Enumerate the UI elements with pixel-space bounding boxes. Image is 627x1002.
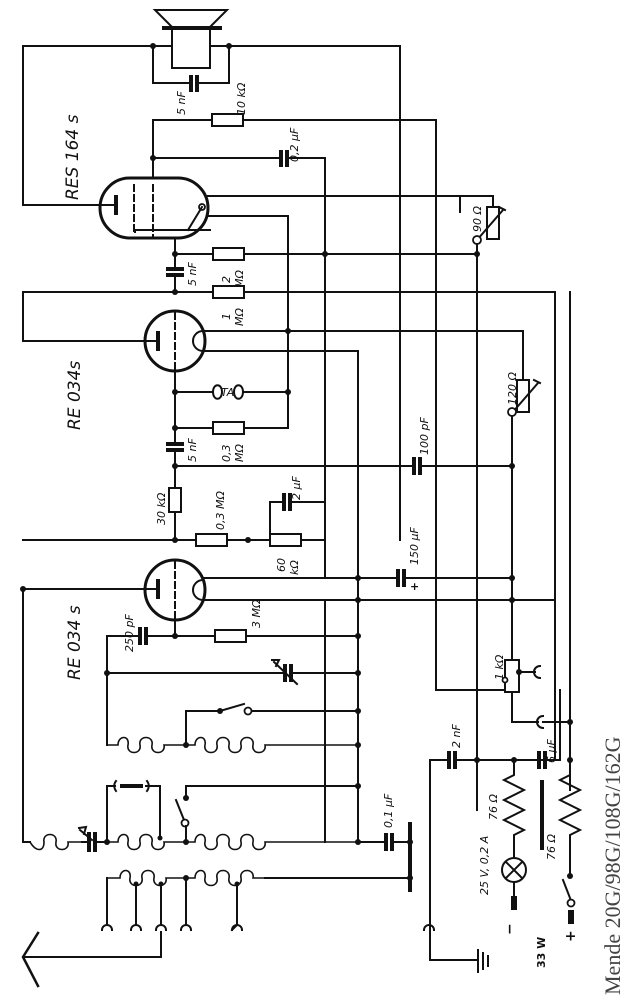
transformer-ta-icon <box>211 384 245 400</box>
wire <box>207 215 289 401</box>
mains-switch-icon <box>561 873 576 924</box>
wire <box>185 710 359 746</box>
coil-icon <box>107 736 358 754</box>
capacitor-6uf <box>537 751 547 769</box>
label-r-2m-unit: MΩ <box>233 270 246 288</box>
trimmer-capacitor-icon <box>77 825 108 852</box>
label-pot-120: 120 Ω <box>506 372 519 405</box>
coil-icon <box>29 833 82 851</box>
capacitor-0-1uf <box>384 833 394 851</box>
label-transformer: TA <box>221 386 234 399</box>
wire <box>22 45 101 206</box>
detector-tube-icon <box>22 558 207 622</box>
capacitor-0-2uf <box>279 150 289 167</box>
output-tube-icon <box>98 176 211 240</box>
resistor-76-ohm-b <box>557 759 583 875</box>
tube-label-af: RE 034s <box>65 361 85 430</box>
resistor-3m <box>214 629 247 643</box>
wire <box>324 539 411 843</box>
label-c-6uf: 6 μF <box>545 739 558 763</box>
label-r-60k-num: 60 <box>275 558 288 572</box>
antenna-plug-icon <box>21 931 162 988</box>
switch-icon <box>174 785 359 843</box>
label-c-100pf: 100 pF <box>418 417 431 455</box>
label-r-0-3m-num: 0,3 <box>220 445 233 463</box>
label-r-1m-unit: MΩ <box>233 308 246 326</box>
schematic-title: Mende 20G/98G/108G/162G <box>600 736 625 995</box>
label-c-2nf: 2 nF <box>450 724 463 748</box>
wire <box>207 195 461 213</box>
capacitor-2nf <box>447 751 457 769</box>
resistor-1m <box>212 285 245 299</box>
label-mains-minus: − <box>502 923 518 935</box>
antenna-coil-icon <box>107 869 265 887</box>
label-r-60k-unit: kΩ <box>288 560 301 575</box>
wire <box>152 119 437 691</box>
label-pot-1k: 1 kΩ <box>493 654 506 680</box>
label-r-76-b: 76 Ω <box>545 834 558 860</box>
ferrite-rod-icon <box>113 779 150 793</box>
resistor-60k <box>269 533 302 547</box>
capacitor-150uf <box>396 569 406 587</box>
tube-label-detector: RE 034 s <box>65 605 85 680</box>
label-speaker-cap: 5 nF <box>175 91 188 115</box>
label-c-2uf: 2 μF <box>290 476 303 500</box>
label-r-76-a: 76 Ω <box>487 794 500 820</box>
label-r-3m: 3 MΩ <box>250 599 263 628</box>
label-r-0-3m-b: 0,3 MΩ <box>214 491 227 530</box>
capacitor-100pf <box>412 457 422 475</box>
coil-icon <box>107 833 385 851</box>
label-pot-90: 90 Ω <box>471 206 484 232</box>
capacitor-5nf-speaker <box>189 75 199 92</box>
wire <box>152 157 326 541</box>
resistor-2m <box>212 247 245 261</box>
wire <box>429 689 561 941</box>
label-c-0-1uf: 0,1 μF <box>382 793 395 828</box>
tube-label-output: RES 164 s <box>63 114 83 200</box>
af-tube-icon <box>143 309 207 373</box>
potentiometer-1k <box>504 659 520 693</box>
variable-capacitor-icon <box>271 659 299 686</box>
ground-icon <box>422 924 489 973</box>
label-r-10k: 10 kΩ <box>235 82 248 115</box>
resistor-0-3m-b <box>195 533 228 547</box>
capacitor-5nf-mid <box>166 427 184 467</box>
wire <box>22 291 147 342</box>
socket-icon <box>533 664 545 730</box>
resistor-76-ohm-a <box>501 759 527 859</box>
label-c-0-2uf: 0,2 μF <box>288 127 301 162</box>
switch-icon <box>218 702 253 716</box>
label-power: 33 W <box>535 937 548 968</box>
label-mains-plus: + <box>563 930 579 942</box>
label-r-1m-num: 1 <box>220 313 233 320</box>
wire <box>22 291 556 761</box>
label-r-0-3m-unit: MΩ <box>233 444 246 462</box>
label-r-30k: 30 kΩ <box>155 492 168 525</box>
label-c-250pf: 250 pF <box>123 614 136 652</box>
label-c-5nf-top: 5 nF <box>186 262 199 286</box>
capacitor-2uf <box>282 493 292 511</box>
resistor-30k <box>168 487 182 513</box>
socket-icon <box>100 923 244 932</box>
label-r-2m-num: 2 <box>220 276 233 283</box>
label-lamp: 25 V, 0,2 A <box>478 836 491 895</box>
capacitor-250pf <box>138 627 148 645</box>
resistor-10k <box>211 113 244 127</box>
label-c-150uf-polarity: + <box>410 580 419 593</box>
loudspeaker-icon <box>152 9 230 69</box>
wire <box>324 253 401 541</box>
label-c-150uf: 150 μF <box>408 527 421 565</box>
resistor-0-3m <box>212 421 245 435</box>
pilot-lamp-icon <box>501 857 527 910</box>
wire <box>287 330 524 381</box>
capacitor-5nf-top <box>166 253 184 293</box>
label-c-5nf-mid: 5 nF <box>186 438 199 462</box>
wire <box>106 785 161 843</box>
wire <box>22 588 31 843</box>
